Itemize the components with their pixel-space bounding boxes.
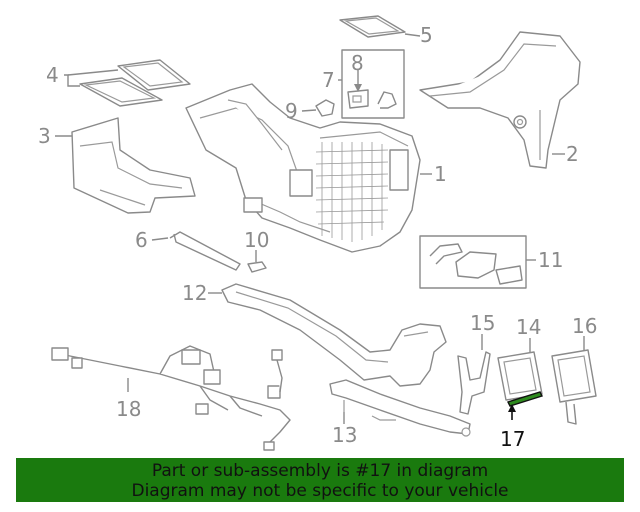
part-16-module [551, 349, 597, 425]
part-10-block [247, 261, 267, 273]
callout-14: 14 [516, 315, 541, 339]
part-6-loop [169, 231, 241, 271]
callout-15: 15 [470, 311, 495, 335]
part-2-right-trim [419, 31, 581, 169]
part-18-wiring-harness [51, 345, 291, 451]
part-3-side-trim [71, 117, 196, 214]
part-1-console-frame [185, 83, 421, 253]
part-11-bracket-box [419, 235, 527, 289]
callout-3: 3 [38, 124, 51, 148]
callout-10: 10 [244, 228, 269, 252]
callout-17-highlighted: 17 [500, 427, 525, 451]
callout-18: 18 [116, 397, 141, 421]
part-13-lower-duct [329, 379, 471, 437]
callout-11: 11 [538, 248, 563, 272]
callout-7: 7 [322, 68, 335, 92]
parts-diagram: 1 2 3 4 5 6 7 8 9 10 11 12 13 14 15 16 1… [38, 15, 597, 451]
part-4-mats [79, 59, 191, 107]
callout-9: 9 [285, 99, 298, 123]
callout-13: 13 [332, 423, 357, 447]
callout-5: 5 [420, 23, 433, 47]
callout-12: 12 [182, 281, 207, 305]
callout-4: 4 [46, 63, 59, 87]
info-banner: Part or sub-assembly is #17 in diagram D… [16, 458, 624, 502]
part-5-pad [339, 15, 406, 38]
callout-1: 1 [434, 162, 447, 186]
part-12-duct [221, 283, 447, 387]
part-9-clip [315, 99, 335, 117]
callout-8: 8 [351, 51, 364, 75]
part-17-highlighted-strip [507, 391, 543, 407]
callout-16: 16 [572, 314, 597, 338]
part-7-8-clip-box [341, 49, 405, 119]
callout-6: 6 [135, 228, 148, 252]
banner-line-2: Diagram may not be specific to your vehi… [131, 481, 509, 501]
callout-2: 2 [566, 142, 579, 166]
banner-line-1: Part or sub-assembly is #17 in diagram [151, 461, 489, 481]
part-14-module [497, 351, 543, 401]
part-15-bracket [457, 351, 491, 415]
